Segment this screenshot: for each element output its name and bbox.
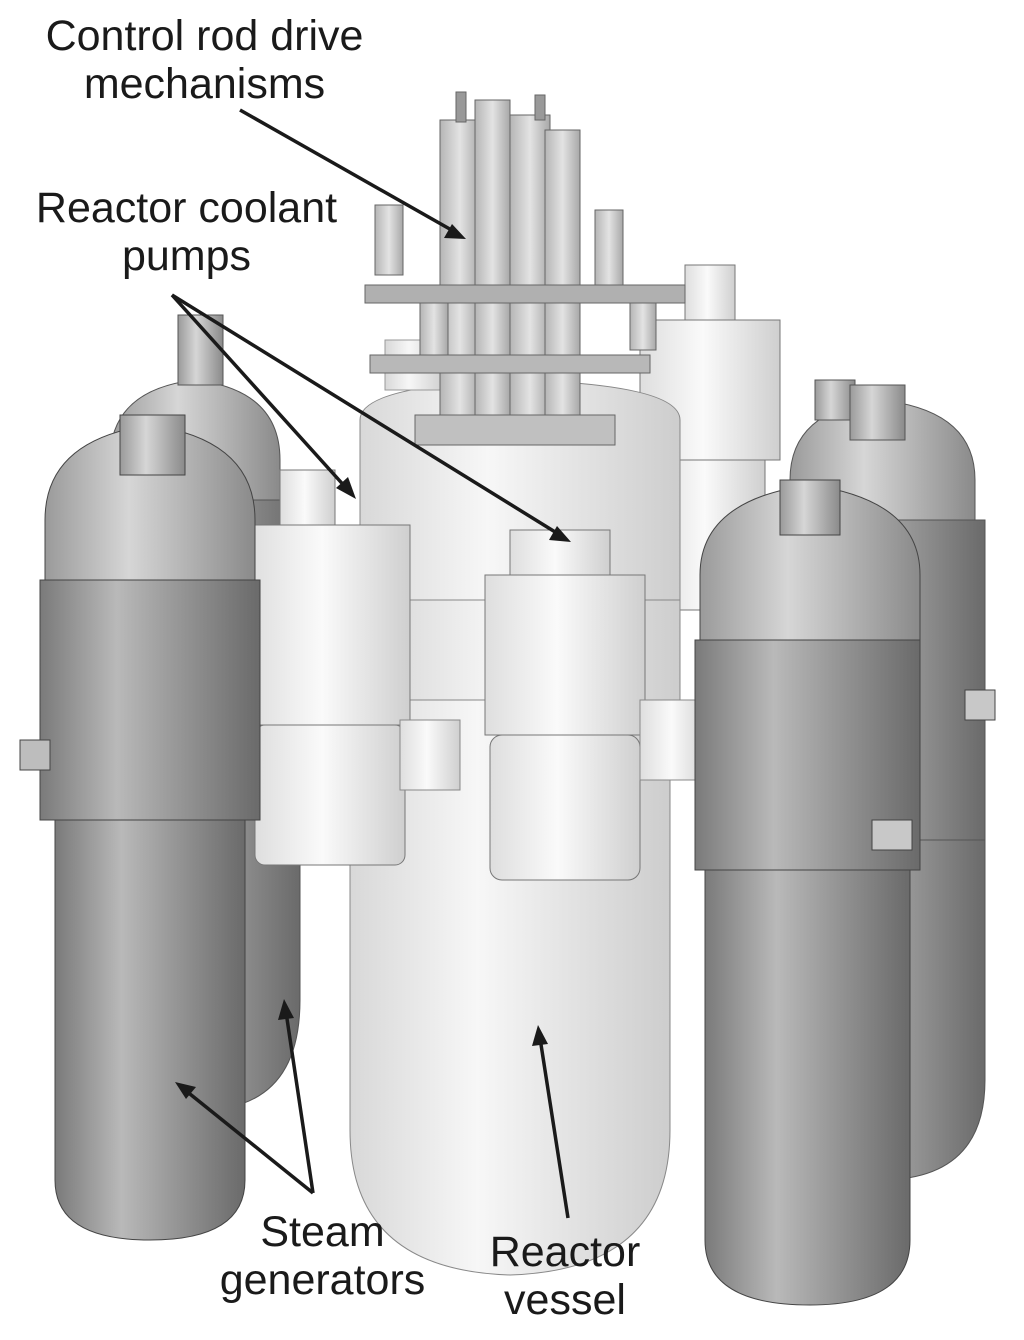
label-reactor-vessel-line2: vessel xyxy=(504,1276,626,1324)
label-reactor-coolant-line1: Reactor coolant xyxy=(35,184,338,232)
label-steam-generators-line1: Steam xyxy=(260,1208,385,1256)
label-reactor-coolant-line2: pumps xyxy=(121,232,252,280)
arrow-coolant-pump-right xyxy=(171,293,561,537)
label-control-rod-drive-mechanisms: Control rod drive mechanisms xyxy=(22,12,387,108)
leader-arrows xyxy=(170,108,571,1219)
label-reactor-vessel-line1: Reactor xyxy=(489,1228,641,1276)
arrow-steam-generator-back xyxy=(284,1011,315,1194)
arrow-coolant-pump-left xyxy=(170,293,350,492)
label-reactor-vessel: Reactor vessel xyxy=(475,1228,655,1324)
label-reactor-coolant-pumps: Reactor coolant pumps xyxy=(14,184,359,280)
coolant-pump-left xyxy=(249,469,461,866)
arrow-control-rod-drive xyxy=(239,108,456,234)
control-rod-drive-assembly xyxy=(364,91,686,446)
label-control-rod-drive-line2: mechanisms xyxy=(83,60,326,108)
arrow-steam-generator-front xyxy=(183,1088,315,1195)
steam-generator-front-left xyxy=(19,414,261,1241)
label-steam-generators-line2: generators xyxy=(219,1256,426,1304)
label-steam-generators: Steam generators xyxy=(205,1208,440,1304)
steam-generator-front-right xyxy=(694,479,996,1306)
arrow-reactor-vessel xyxy=(538,1037,570,1219)
label-control-rod-drive-line1: Control rod drive xyxy=(45,12,364,60)
